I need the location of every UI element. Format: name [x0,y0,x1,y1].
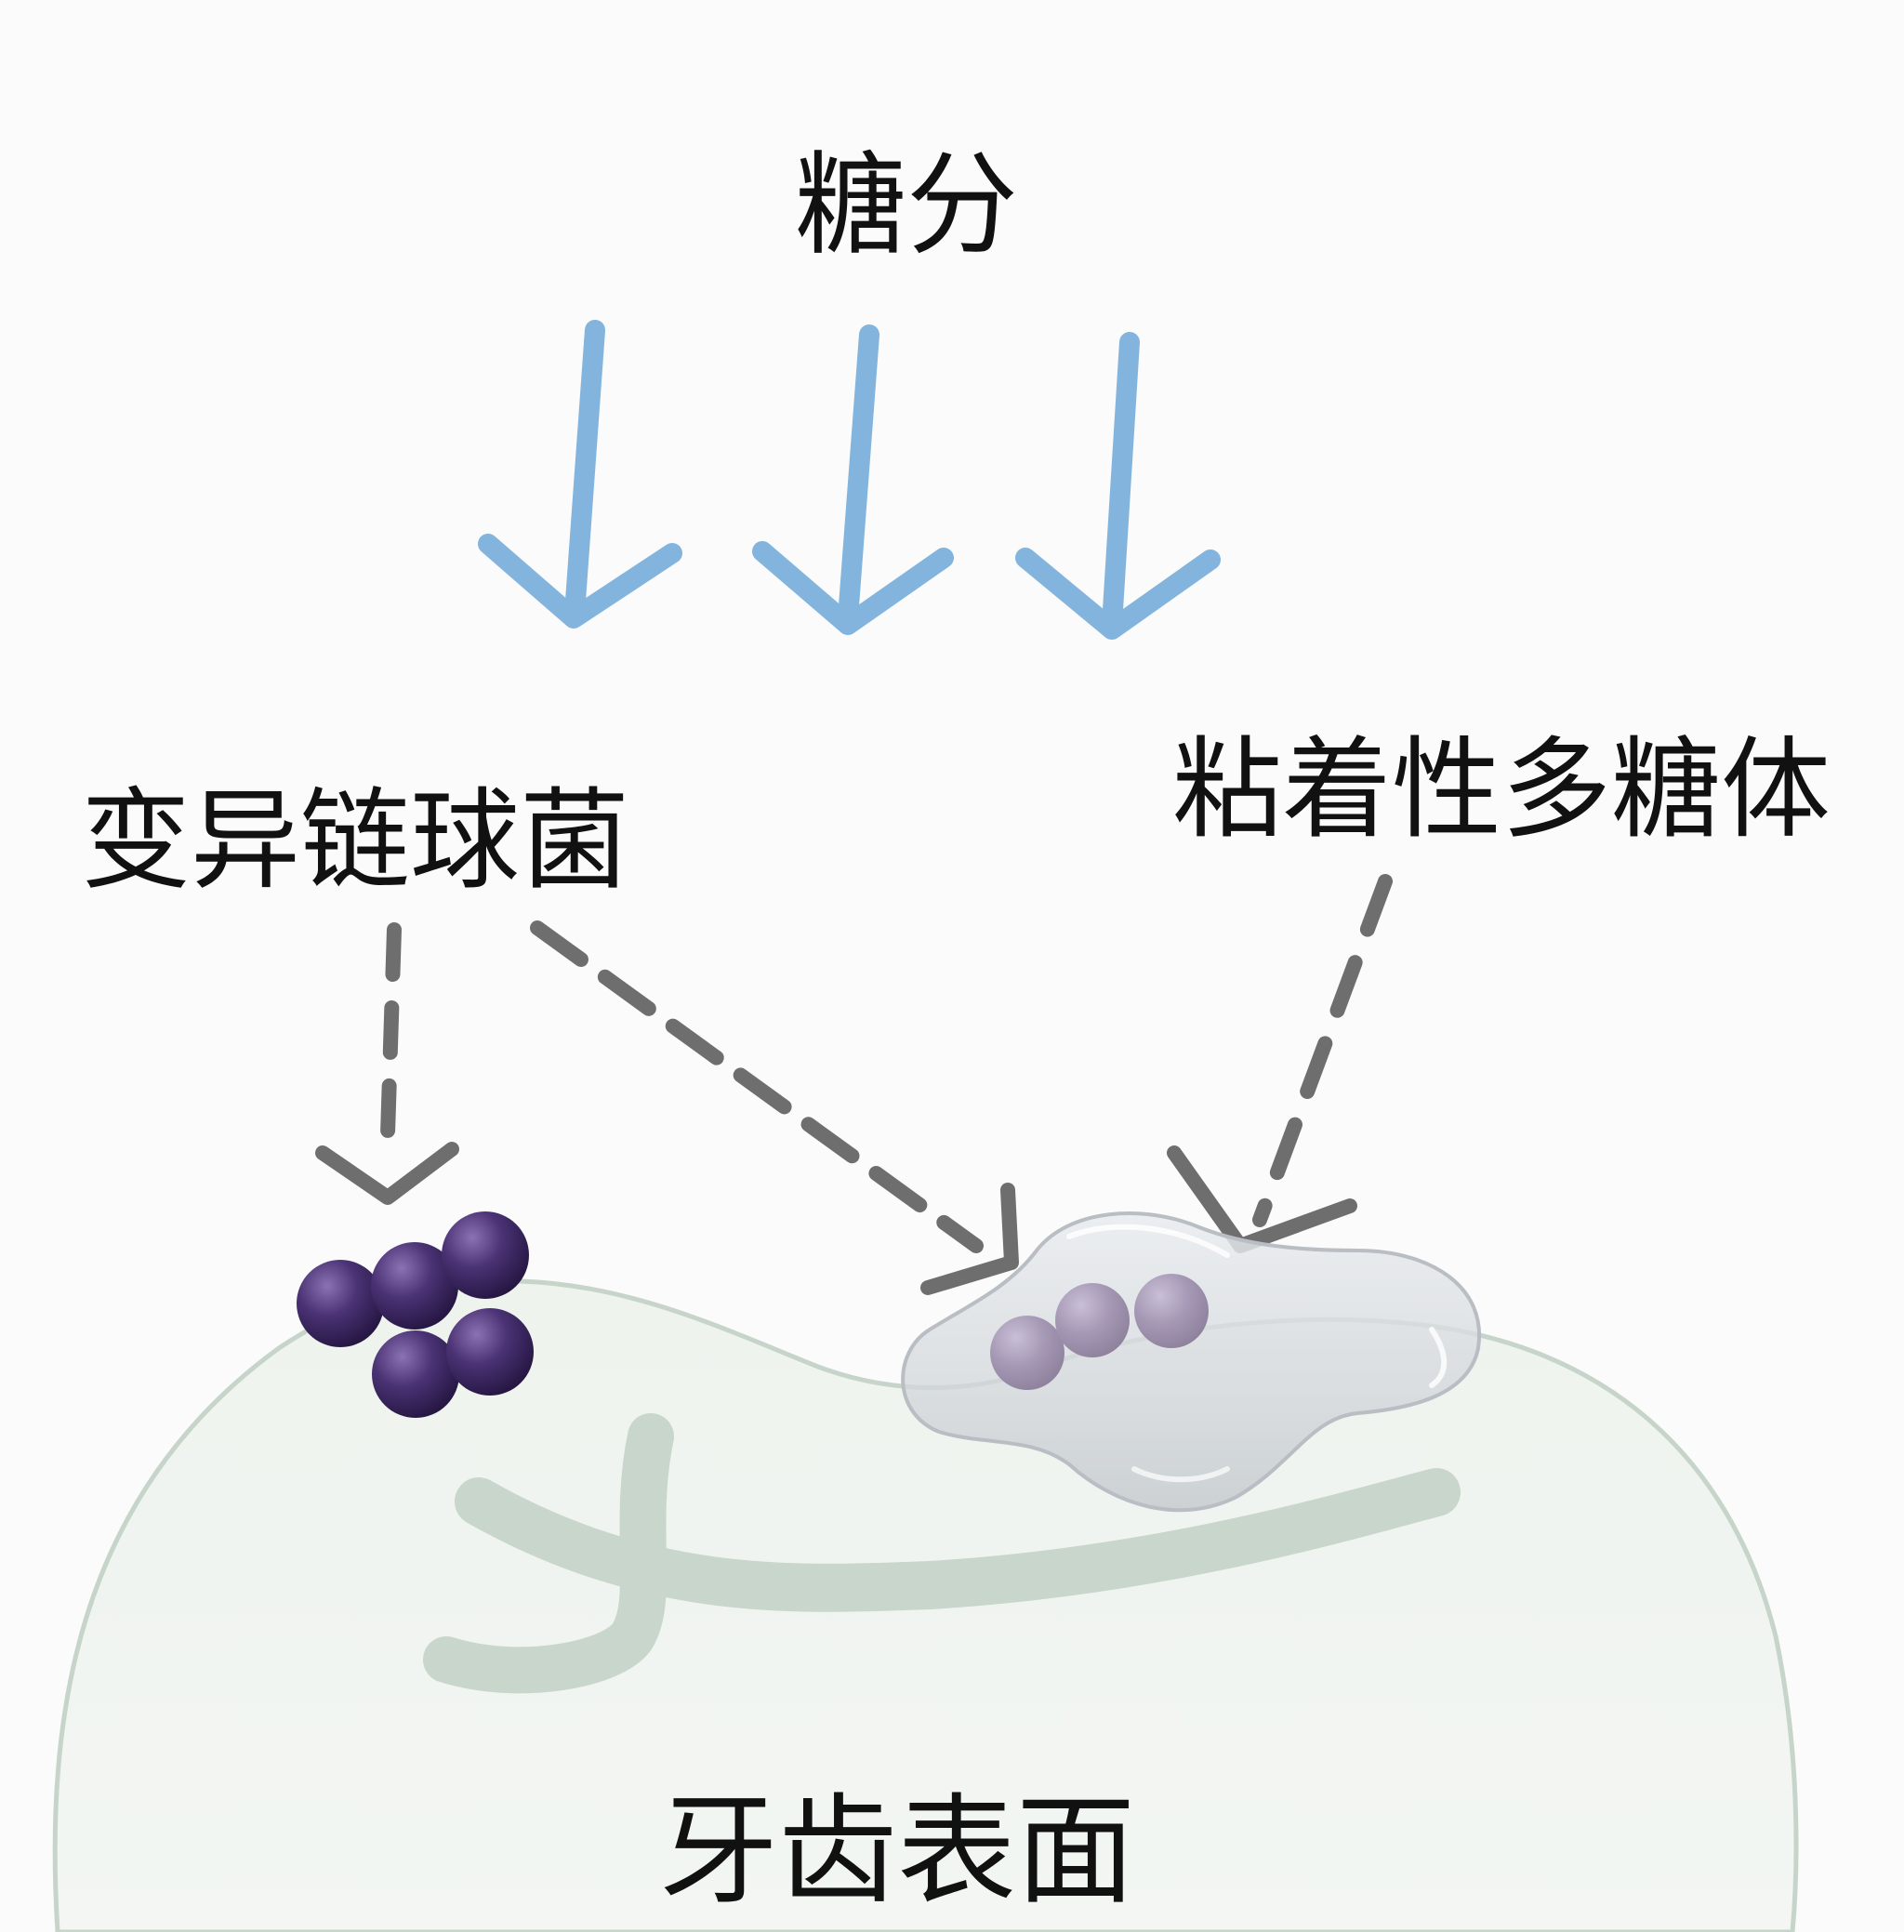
down-arrow-icon [1015,332,1221,640]
down-arrow-icon [752,324,954,635]
tooth-groove-vertical [423,1413,674,1694]
biofilm-gel [901,1211,1482,1513]
arrow-mutans-to-biofilm [530,920,1019,1295]
tooth-surface-label: 牙齿表面 [659,1782,1135,1921]
arrow-mutans-to-cocci [315,922,459,1205]
sugar-label: 糖分 [795,141,1018,271]
embedded-coccus [1134,1274,1209,1348]
streptococcus-mutans-label: 变异链球菌 [81,776,629,905]
down-arrow-icon [478,320,682,629]
coccus [297,1260,384,1347]
coccus [371,1242,458,1330]
coccus [446,1308,534,1396]
gel-blob-icon [901,1211,1482,1513]
gel-highlight [1131,1466,1230,1483]
gel-highlight [1066,1224,1230,1258]
coccus-cluster-icon [297,1211,534,1418]
embedded-coccus [990,1316,1064,1390]
coccus [372,1330,459,1418]
coccus [442,1211,529,1299]
arrow-polysaccharide-to-biofilm [1167,874,1393,1253]
adhesive-polysaccharide-label: 粘着性多糖体 [1172,725,1831,854]
sugar-arrows [478,320,1221,640]
embedded-coccus [1055,1283,1130,1357]
gel-highlight [1429,1327,1448,1388]
